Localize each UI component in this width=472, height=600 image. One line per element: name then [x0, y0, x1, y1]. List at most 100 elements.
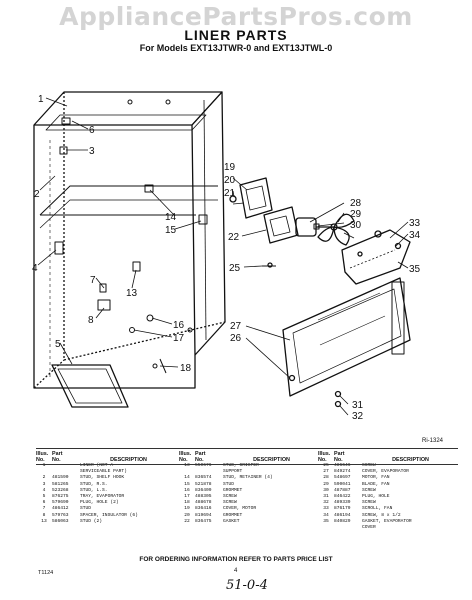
header-illus-no: No.	[318, 457, 327, 463]
part-number: 486194	[334, 512, 351, 518]
header-description: DESCRIPTION	[110, 457, 147, 463]
description: STUD, RETAINER (4)	[223, 475, 273, 481]
illus-number: 4	[42, 487, 46, 493]
table-row: 27 849274 COVER, EVAPORATOR	[318, 469, 459, 475]
callout-1: 1	[38, 94, 44, 105]
part-number: 581265	[52, 481, 69, 487]
callout-34: 34	[409, 230, 421, 241]
description: GASKET, EVAPORATOR	[362, 518, 412, 524]
exploded-parts-diagram: 1 6 3 2 4 7 8 5 13 14 15 16 17 18 19 20 …	[32, 91, 421, 422]
part-number: 849274	[334, 469, 351, 475]
header-description: DESCRIPTION	[392, 457, 429, 463]
callout-16: 16	[173, 320, 185, 331]
page-subtitle: For Models EXT13JTWR-0 and EXT13JTWL-0	[139, 43, 333, 53]
part-number: 486412	[52, 506, 69, 512]
description: COVER, EVAPORATOR	[362, 469, 409, 475]
description: MOTOR, FAN	[362, 475, 390, 481]
callout-2: 2	[34, 189, 40, 200]
part-number: 481590	[52, 475, 69, 481]
illus-number: 14	[184, 475, 190, 481]
illus-number: 22	[184, 518, 190, 524]
callout-31: 31	[352, 400, 364, 411]
illus-number: 6	[42, 500, 46, 506]
description: STUD, L.S.	[80, 487, 108, 493]
page-mark: 4	[234, 568, 238, 574]
illus-number: 35	[323, 518, 329, 524]
callout-15: 15	[165, 225, 177, 236]
ordering-note: FOR ORDERING INFORMATION REFER TO PARTS …	[139, 556, 333, 563]
callout-21: 21	[224, 188, 236, 199]
part-number: 488678	[195, 500, 212, 506]
part-number: 486646	[334, 463, 351, 468]
part-number: 876275	[52, 494, 69, 500]
callout-17: 17	[173, 333, 185, 344]
table-header: Illus. Part	[36, 451, 177, 457]
part-number: 579763	[52, 512, 69, 518]
table-row: 6 579690 PLUG, HOLE (2)	[36, 500, 177, 506]
table-row: SUPPORT	[179, 469, 320, 475]
illus-number: 27	[323, 469, 329, 475]
callout-27: 27	[230, 321, 242, 332]
description: SCREW	[362, 463, 376, 468]
part-number: 521878	[195, 481, 212, 487]
part-number: 846422	[334, 494, 351, 500]
callout-18: 18	[180, 363, 192, 374]
header-part-no: No.	[334, 457, 343, 463]
header-part: Part	[334, 451, 345, 457]
header-part-no: No.	[195, 457, 204, 463]
callout-33: 33	[409, 218, 421, 229]
liner-studs	[54, 99, 208, 369]
description: SCREW	[223, 494, 237, 500]
fan-motor-drawing	[295, 213, 355, 246]
callout-5: 5	[55, 339, 61, 350]
illus-number: 19	[184, 506, 190, 512]
part-number: 579690	[52, 500, 69, 506]
header-illus: Illus.	[318, 451, 331, 457]
watermark-text: AppliancePartsPros.com	[59, 2, 413, 31]
evaporator-cover-drawing	[267, 251, 411, 408]
description: LINER (NOT A	[80, 463, 114, 468]
description: COVER	[362, 525, 376, 531]
part-number: 590041	[334, 481, 351, 487]
part-number: 550676	[195, 463, 212, 468]
header-description: DESCRIPTION	[253, 457, 290, 463]
table-row: SERVICEABLE PART)	[36, 469, 177, 475]
part-number: 836475	[195, 518, 212, 524]
part-number: 487887	[334, 487, 351, 493]
description: TRAY, EVAPORATOR	[80, 494, 125, 500]
header-illus-no: No.	[179, 457, 188, 463]
description: STUD, CRISPER	[223, 463, 259, 468]
description: SCREW	[362, 500, 376, 506]
document-code: T1124	[38, 570, 54, 576]
illus-number: 16	[184, 487, 190, 493]
illus-number: 25	[323, 463, 329, 468]
illus-number: 3	[42, 481, 46, 487]
illus-number: 28	[323, 475, 329, 481]
description: BLADE, FAN	[362, 481, 390, 487]
page-title: LINER PARTS	[184, 27, 288, 43]
callout-19: 19	[224, 162, 236, 173]
illus-number: 8	[42, 512, 46, 518]
description: PLUG, HOLE (2)	[80, 500, 119, 506]
illus-number: 7	[42, 506, 46, 512]
illus-number: 13	[41, 518, 47, 524]
description: SERVICEABLE PART)	[80, 469, 127, 475]
table-header-rule	[36, 464, 458, 465]
illus-number: 2	[42, 475, 46, 481]
table-header: Illus. Part	[318, 451, 459, 457]
